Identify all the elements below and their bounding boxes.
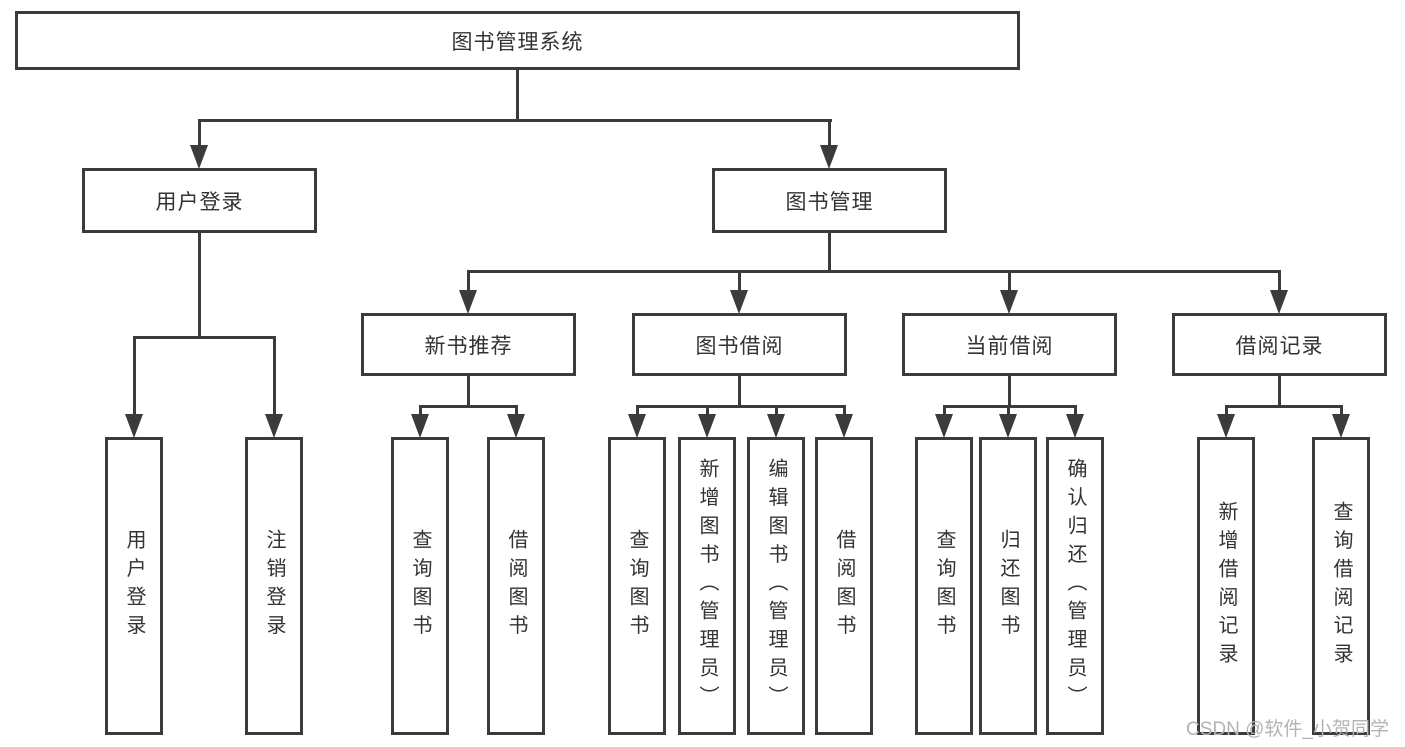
arrowhead-down-icon xyxy=(767,414,785,438)
connector-stem xyxy=(467,270,470,291)
arrowhead-down-icon xyxy=(411,414,429,438)
leaf-borrow-books: 借阅图书 xyxy=(487,437,545,735)
leaf-add-borrow-record: 新增借阅记录 xyxy=(1197,437,1255,735)
leaf-add-book-admin: 新增图书（管理员） xyxy=(678,437,736,735)
connector-stem xyxy=(706,405,709,417)
arrowhead-down-icon xyxy=(1270,290,1288,314)
arrowhead-down-icon xyxy=(1332,414,1350,438)
connector-stem xyxy=(1278,270,1281,291)
csdn-watermark: CSDN @软件_小贺同学 xyxy=(1186,719,1389,740)
connector-hline xyxy=(198,119,832,122)
arrowhead-down-icon xyxy=(1217,414,1235,438)
connector-hline xyxy=(133,336,276,339)
connector-stem xyxy=(1074,405,1077,417)
node-library-management-system: 图书管理系统 xyxy=(15,11,1020,70)
arrowhead-down-icon xyxy=(507,414,525,438)
connector-vline xyxy=(1278,376,1281,407)
connector-stem xyxy=(738,270,741,291)
node-book-borrow: 图书借阅 xyxy=(632,313,847,376)
connector-stem xyxy=(1225,405,1228,417)
arrowhead-down-icon xyxy=(125,414,143,438)
leaf-user-login: 用户登录 xyxy=(105,437,163,735)
node-user-login: 用户登录 xyxy=(82,168,317,233)
node-borrow-records: 借阅记录 xyxy=(1172,313,1387,376)
node-book-management: 图书管理 xyxy=(712,168,947,233)
arrowhead-down-icon xyxy=(835,414,853,438)
leaf-query-books-2: 查询图书 xyxy=(608,437,666,735)
connector-stem xyxy=(1008,270,1011,291)
connector-stem xyxy=(775,405,778,417)
connector-vline xyxy=(738,376,741,407)
arrowhead-down-icon xyxy=(265,414,283,438)
connector-stem xyxy=(419,405,422,417)
arrowhead-down-icon xyxy=(459,290,477,314)
connector-stem xyxy=(198,119,201,147)
connector-stem xyxy=(1007,405,1010,417)
connector-vline xyxy=(1008,376,1011,407)
connector-stem xyxy=(1340,405,1343,417)
connector-stem xyxy=(828,119,831,147)
leaf-query-books: 查询图书 xyxy=(391,437,449,735)
arrowhead-down-icon xyxy=(999,414,1017,438)
connector-hline xyxy=(1225,405,1342,408)
node-new-book-recommend: 新书推荐 xyxy=(361,313,576,376)
connector-vline xyxy=(516,70,519,120)
connector-hline xyxy=(419,405,518,408)
leaf-logout: 注销登录 xyxy=(245,437,303,735)
leaf-borrow-books-2: 借阅图书 xyxy=(815,437,873,735)
arrowhead-down-icon xyxy=(820,145,838,169)
leaf-return-book: 归还图书 xyxy=(979,437,1037,735)
connector-stem xyxy=(273,336,276,415)
arrowhead-down-icon xyxy=(190,145,208,169)
connector-stem xyxy=(943,405,946,417)
arrowhead-down-icon xyxy=(698,414,716,438)
node-current-borrow: 当前借阅 xyxy=(902,313,1117,376)
connector-stem xyxy=(515,405,518,417)
leaf-confirm-return-admin: 确认归还（管理员） xyxy=(1046,437,1104,735)
leaf-edit-book-admin: 编辑图书（管理员） xyxy=(747,437,805,735)
arrowhead-down-icon xyxy=(1066,414,1084,438)
connector-hline xyxy=(467,270,1281,273)
leaf-query-borrow-record: 查询借阅记录 xyxy=(1312,437,1370,735)
leaf-query-books-3: 查询图书 xyxy=(915,437,973,735)
arrowhead-down-icon xyxy=(730,290,748,314)
connector-stem xyxy=(843,405,846,417)
connector-stem xyxy=(636,405,639,417)
connector-vline xyxy=(467,376,470,407)
connector-hline xyxy=(636,405,845,408)
arrowhead-down-icon xyxy=(628,414,646,438)
arrowhead-down-icon xyxy=(935,414,953,438)
arrowhead-down-icon xyxy=(1000,290,1018,314)
connector-vline xyxy=(198,233,201,337)
connector-stem xyxy=(133,336,136,415)
connector-vline xyxy=(828,233,831,272)
